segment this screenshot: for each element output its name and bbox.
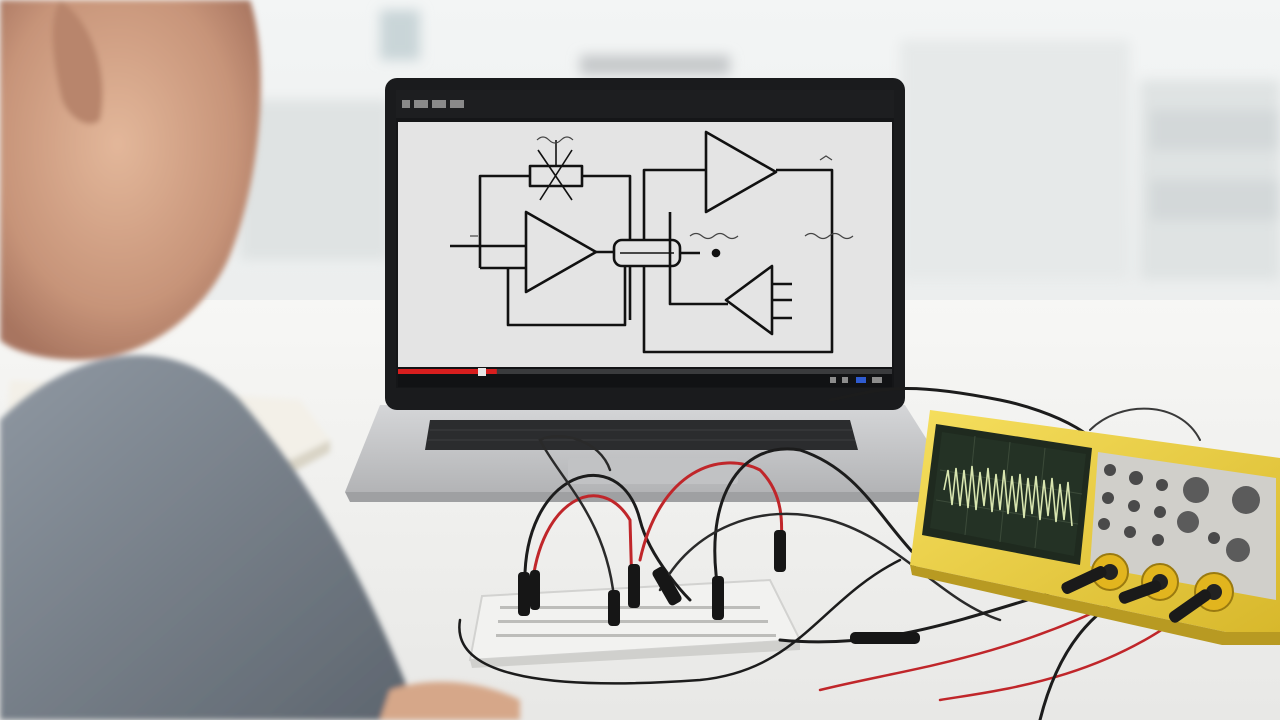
captions-icon[interactable] — [842, 377, 848, 383]
oscilloscope — [910, 410, 1280, 645]
knob[interactable] — [1098, 518, 1110, 530]
progress-played — [398, 369, 497, 374]
knob[interactable] — [1156, 479, 1168, 491]
progress-track[interactable] — [398, 369, 892, 374]
background-shelves — [240, 10, 1280, 280]
scope-trace — [943, 465, 1073, 527]
wire-output-loop — [642, 168, 834, 354]
circuit-schematic — [450, 130, 834, 354]
trackpad — [568, 458, 738, 484]
probe-clips — [518, 530, 920, 644]
keyboard — [425, 420, 858, 450]
knob-large[interactable] — [1183, 477, 1209, 503]
knob-large[interactable] — [1177, 511, 1199, 533]
schematic-scribbles — [470, 136, 854, 240]
player-top-bar — [396, 90, 894, 118]
progress-scrubber[interactable] — [478, 368, 486, 376]
laptop — [345, 78, 960, 502]
wire-top-middle — [582, 174, 632, 320]
player-top-icons — [402, 100, 464, 108]
knob[interactable] — [1102, 492, 1114, 504]
knob[interactable] — [1208, 532, 1220, 544]
player-controls — [398, 367, 892, 387]
knob[interactable] — [1128, 500, 1140, 512]
person-shirt — [0, 355, 420, 720]
knob[interactable] — [1152, 534, 1164, 546]
person — [0, 0, 520, 720]
wire-feedback-left — [506, 262, 627, 327]
wire-left-top — [478, 174, 530, 268]
fullscreen-icon[interactable] — [872, 377, 882, 383]
jumper-wires — [458, 386, 1201, 720]
knob[interactable] — [1104, 464, 1116, 476]
knob-large[interactable] — [1232, 486, 1260, 514]
knob[interactable] — [1129, 471, 1143, 485]
settings-icon[interactable] — [830, 377, 836, 383]
amplifier-top — [704, 130, 778, 214]
brand-icon — [856, 377, 866, 383]
person-ear — [52, 0, 103, 124]
knob[interactable] — [1124, 526, 1136, 538]
person-hand — [380, 681, 520, 720]
oscilloscope-knobs — [1098, 464, 1260, 562]
bnc-ports — [1091, 553, 1234, 612]
amplifier-left — [524, 210, 598, 294]
knob-large[interactable] — [1226, 538, 1250, 562]
knob[interactable] — [1154, 506, 1166, 518]
